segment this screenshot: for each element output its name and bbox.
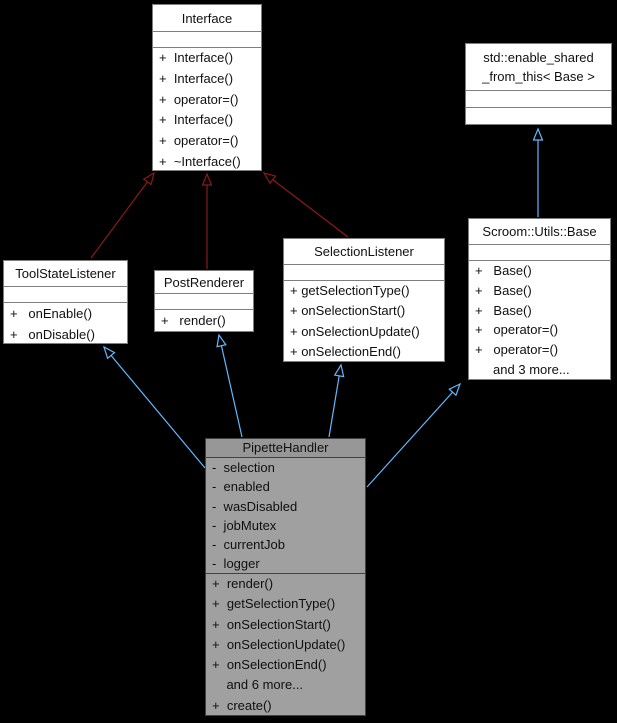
member-row: + getSelectionType(): [212, 596, 336, 612]
class-title: Scroom::Utils::Base: [482, 224, 597, 239]
class-title: ToolStateListener: [15, 266, 116, 281]
member-row: + render(): [212, 576, 274, 591]
member-row: + onSelectionEnd(): [212, 657, 327, 673]
member-row: and 3 more...: [475, 361, 570, 377]
edge-pipettehandler-to-postrenderer: [216, 333, 243, 438]
member-row: + onSelectionStart(): [212, 616, 331, 632]
class-box-postrenderer[interactable]: PostRenderer + render(): [154, 270, 254, 332]
methods-section: + onEnable() + onDisable(): [4, 302, 127, 343]
member-row: - currentJob: [212, 537, 285, 553]
member-row: - jobMutex: [212, 517, 277, 533]
methods-section: + getSelectionType() + onSelectionStart()…: [284, 280, 444, 361]
class-title: PipetteHandler: [206, 439, 365, 457]
member-row: + ~Interface(): [159, 153, 241, 169]
attributes-section-empty: [153, 31, 261, 47]
class-box-interface[interactable]: Interface + Interface() + Interface() + op…: [152, 4, 262, 171]
attributes-section-empty: [466, 90, 611, 107]
edge-pipettehandler-to-selectionlistener: [328, 363, 345, 438]
edge-pipettehandler-to-scroomutilsbase: [366, 382, 462, 488]
member-row: + operator=(): [475, 322, 559, 338]
member-row: + Base(): [475, 302, 532, 318]
member-row: + operator=(): [159, 91, 239, 107]
class-box-pipettehandler[interactable]: PipetteHandler - selection - enabled - was…: [205, 438, 366, 716]
member-row: + Interface(): [159, 112, 234, 128]
methods-section: + Interface() + Interface() + operator=() +…: [153, 47, 261, 172]
member-row: - wasDisabled: [212, 498, 298, 514]
class-title: PostRenderer: [163, 274, 245, 290]
member-row: + onSelectionUpdate(): [290, 323, 420, 339]
member-row: + operator=(): [475, 342, 559, 358]
attributes-section-empty: [469, 244, 610, 260]
methods-section: + render(): [155, 309, 253, 331]
member-row: + onSelectionStart(): [290, 303, 406, 319]
attributes-section-empty: [4, 286, 127, 302]
methods-section: + render() + getSelectionType() + onSelect…: [206, 573, 365, 715]
member-row: + Base(): [475, 282, 532, 298]
member-row: and 6 more...: [212, 677, 304, 693]
attributes-section-empty: [155, 293, 253, 309]
member-row: + render(): [161, 313, 226, 328]
class-box-toolstatelistener[interactable]: ToolStateListener + onEnable() + onDisabl…: [3, 260, 128, 344]
class-box-enable-shared-from-this[interactable]: std::enable_shared _from_this< Base >: [465, 43, 612, 125]
member-row: + Interface(): [159, 50, 234, 65]
class-title: Interface: [181, 10, 233, 26]
attributes-section: - selection - enabled - wasDisabled - jobMu…: [206, 457, 365, 573]
edge-pipettehandler-to-toolstatelistener: [102, 345, 206, 469]
member-row: + onEnable(): [10, 306, 93, 321]
edge-toolstatelistener-to-interface: [90, 171, 155, 259]
methods-section-empty: [466, 107, 611, 124]
member-row: + Base(): [475, 263, 532, 278]
member-row: - logger: [212, 556, 260, 572]
member-row: + onDisable(): [10, 327, 95, 342]
methods-section: + Base() + Base() + Base() + operator=() + o…: [469, 260, 610, 379]
edge-selectionlistener-to-interface: [262, 172, 349, 238]
class-title: SelectionListener: [314, 244, 414, 259]
class-box-selectionlistener[interactable]: SelectionListener + getSelectionType()+ …: [283, 238, 445, 362]
member-row: - selection: [212, 460, 275, 475]
member-row: + onSelectionEnd(): [290, 343, 401, 359]
member-row: + onSelectionUpdate(): [212, 636, 346, 652]
member-row: + create(): [212, 697, 272, 713]
member-row: + operator=(): [159, 133, 239, 149]
class-box-scroom-utils-base[interactable]: Scroom::Utils::Base + Base()+ Base()+ Ba…: [468, 218, 611, 380]
member-row: + getSelectionType(): [290, 283, 410, 298]
member-row: + Interface(): [159, 70, 234, 86]
class-title: std::enable_shared _from_this< Base >: [482, 50, 595, 84]
member-row: - enabled: [212, 479, 270, 495]
attributes-section-empty: [284, 264, 444, 280]
